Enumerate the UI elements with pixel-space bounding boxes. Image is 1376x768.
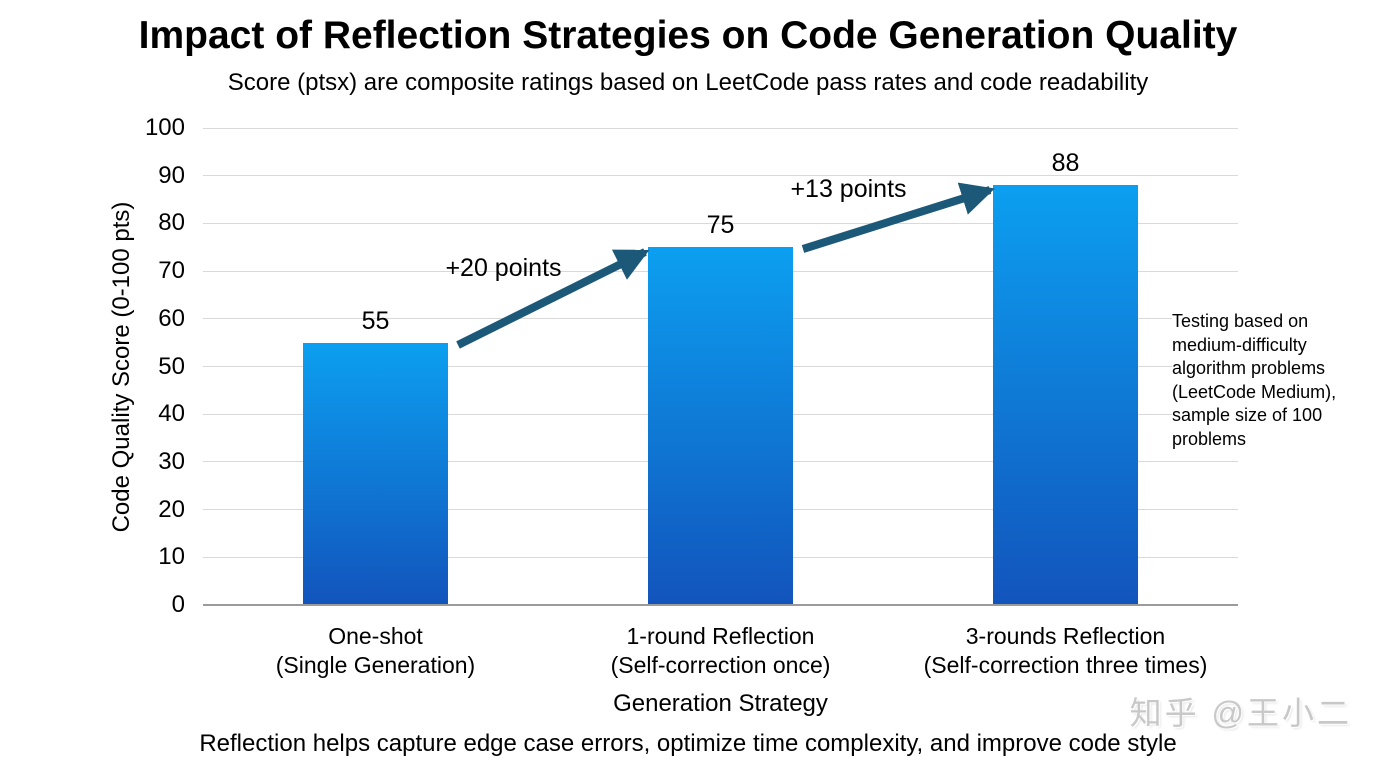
y-tick-label: 70 [158,257,185,285]
x-axis-baseline [203,604,1238,606]
y-tick-label: 10 [158,543,185,571]
bar [993,185,1138,605]
bar-value-label: 75 [706,211,735,239]
y-tick-label: 30 [158,447,185,475]
watermark: 知乎 @王小二 [1129,695,1352,731]
side-note: Testing based on medium-difficulty algor… [1172,310,1346,451]
x-category-line2: (Self-correction three times) [923,652,1208,678]
x-category-label: 1-round Reflection (Self-correction once) [551,622,891,680]
x-category-line2: (Self-correction once) [610,652,831,678]
x-category-line1: 1-round Reflection [626,623,815,649]
gridline [203,127,1238,129]
x-category-label: 3-rounds Reflection (Self-correction thre… [896,622,1236,680]
bar [648,247,793,605]
bar [303,343,448,605]
plot-area [203,127,1238,605]
chart-footnote: Reflection helps capture edge case error… [199,730,1177,757]
gridline [203,175,1238,177]
x-category-line2: (Single Generation) [275,652,476,678]
annotation-label: +20 points [445,253,562,282]
x-category-line1: One-shot [328,623,423,649]
bar-value-label: 55 [361,307,390,335]
y-tick-label: 80 [158,209,185,237]
bar-value-label: 88 [1051,149,1080,177]
chart-title: Impact of Reflection Strategies on Code … [138,14,1238,57]
x-axis-title: Generation Strategy [613,690,828,717]
y-tick-label: 20 [158,495,185,523]
x-category-line1: 3-rounds Reflection [965,623,1166,649]
y-tick-label: 0 [171,591,185,618]
y-tick-label: 90 [158,161,185,189]
y-tick-label: 60 [158,304,185,332]
y-tick-label: 100 [144,114,185,141]
y-tick-label: 50 [158,352,185,380]
annotation-label: +13 points [790,174,907,203]
chart-subtitle: Score (ptsx) are composite ratings based… [227,69,1149,96]
gridline [203,222,1238,224]
y-tick-label: 40 [158,400,185,428]
x-category-label: One-shot (Single Generation) [206,622,546,680]
